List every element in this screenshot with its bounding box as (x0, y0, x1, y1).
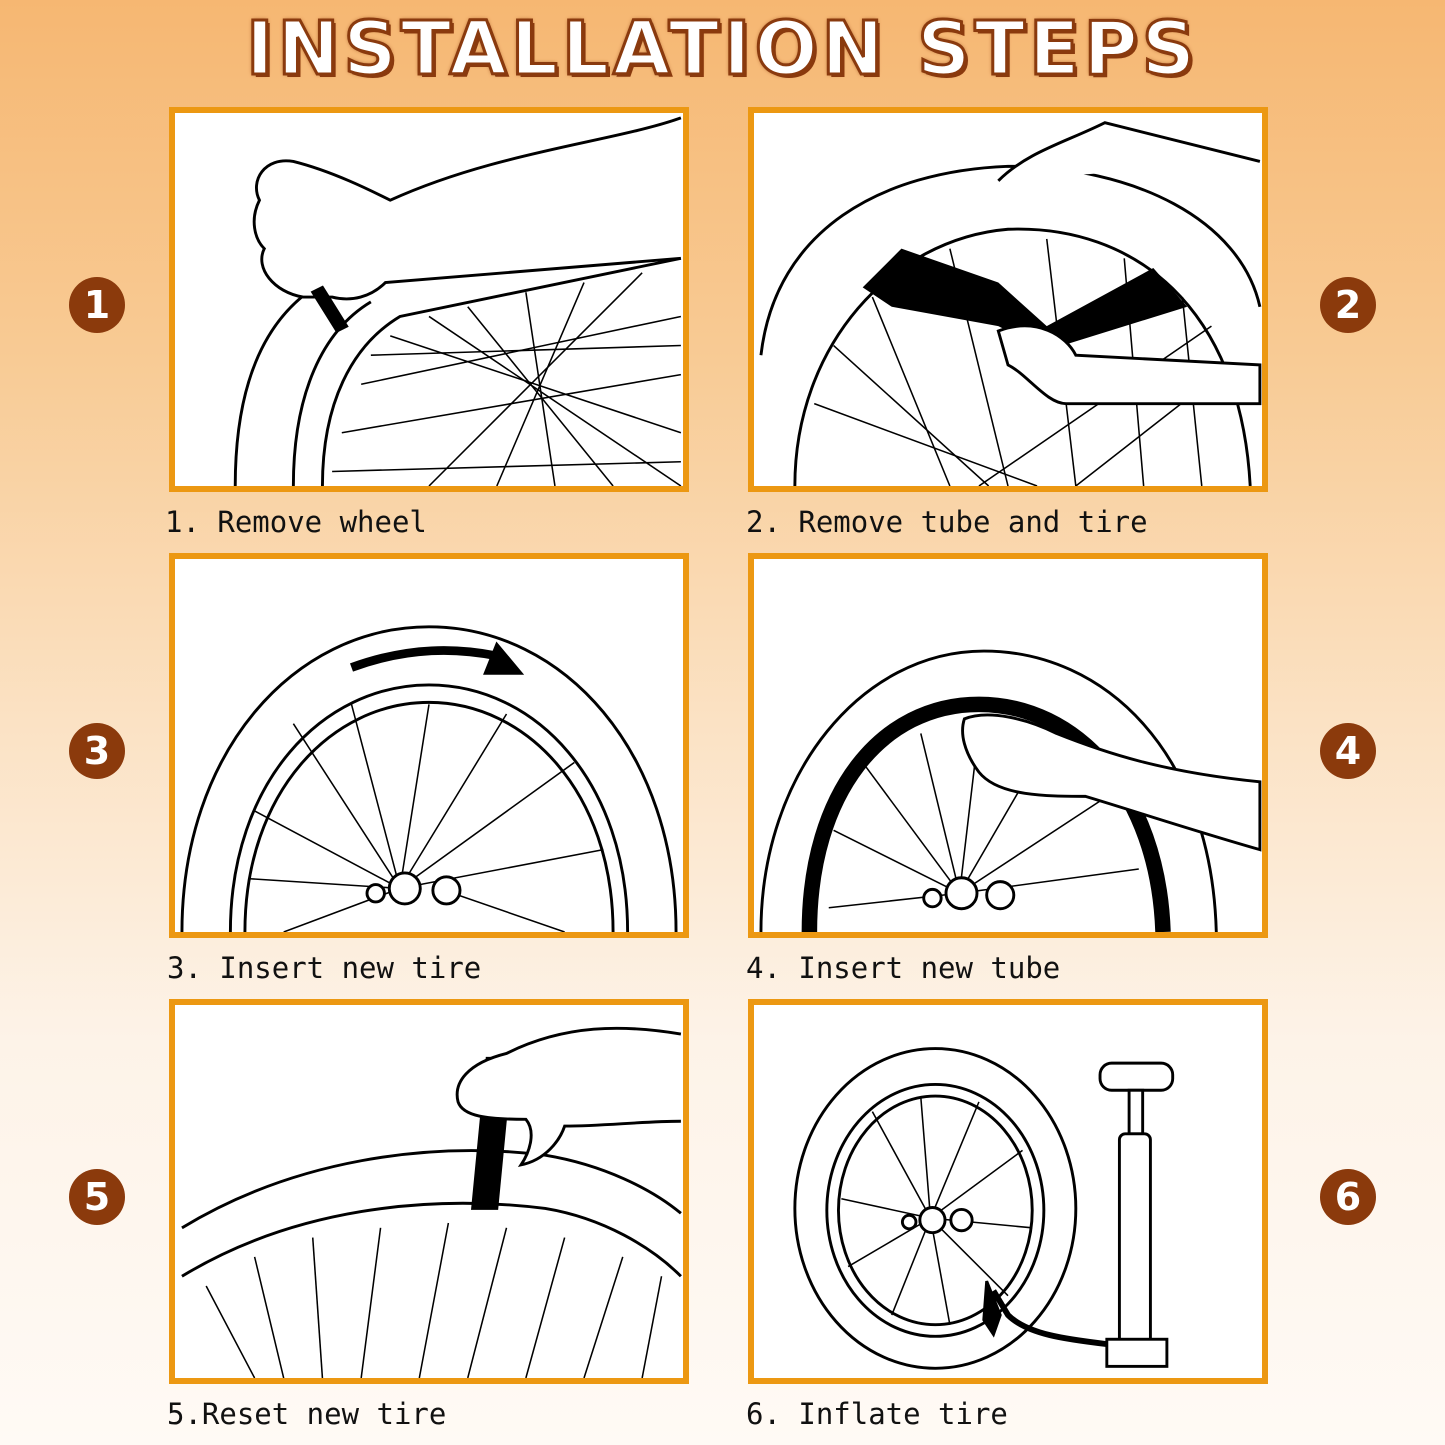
step-2-illustration (748, 107, 1268, 492)
page-title: INSTALLATION STEPS (244, 5, 1200, 94)
step-caption: 3. Insert new tire (167, 951, 482, 985)
step-6-illustration (748, 999, 1268, 1384)
step-number-badge: 6 (1320, 1169, 1376, 1225)
step-number-badge: 5 (69, 1169, 125, 1225)
step-caption: 4. Insert new tube (746, 951, 1061, 985)
step-3-illustration (169, 553, 689, 938)
step-4-illustration (748, 553, 1268, 938)
step-number-badge: 4 (1320, 723, 1376, 779)
step-caption: 1. Remove wheel (165, 505, 427, 539)
step-number-badge: 2 (1320, 277, 1376, 333)
step-caption: 2. Remove tube and tire (746, 505, 1148, 539)
step-number-badge: 1 (69, 277, 125, 333)
step-number-badge: 3 (69, 723, 125, 779)
step-1-illustration (169, 107, 689, 492)
step-caption: 5.Reset new tire (167, 1397, 447, 1431)
step-5-illustration (169, 999, 689, 1384)
step-caption: 6. Inflate tire (746, 1397, 1008, 1431)
